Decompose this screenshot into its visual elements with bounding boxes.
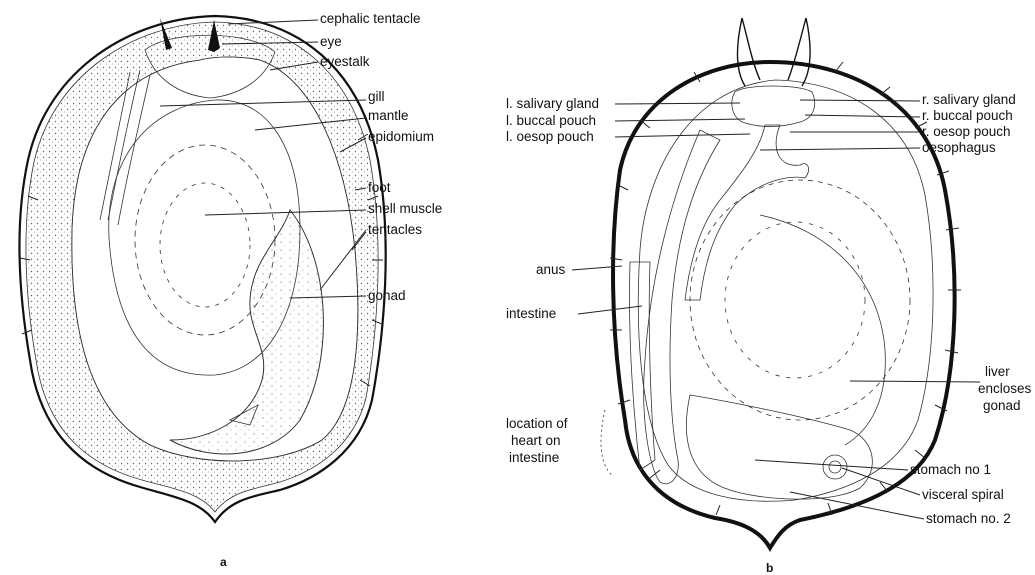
figure-b-muscle-inner [725,222,865,378]
figure-a-drawing [20,16,386,522]
label-foot: foot [368,180,391,195]
label-stomach-no-2: stomach no. 2 [926,511,1011,526]
figure-b-intestine [644,130,720,484]
figure-b-drawing [601,18,961,548]
label-liver: liver [985,364,1010,379]
figure-b-heart-location [601,410,612,475]
label-l-salivary-gland: l. salivary gland [506,96,599,111]
figure-b-muscle-area [690,180,910,420]
figure-a-gonad [170,210,323,454]
label-gonad: gonad [368,288,406,303]
label-liver-gonad: gonad [983,398,1021,413]
label-heart-on: heart on [511,433,561,448]
label-visceral-spiral: visceral spiral [922,487,1004,502]
figure-b-anus-rectum [629,262,655,470]
label-epidomium: epidomium [368,129,434,144]
label-cephalic-tentacle: cephalic tentacle [320,11,421,26]
label-stomach-no-1: stomach no 1 [910,462,991,477]
figure-b-cephalic-tentacles [737,18,810,86]
figure-b-sublabel: b [766,561,773,575]
label-oesophagus: oesophagus [922,140,996,155]
figure-b-visceral-spiral-inner [829,461,841,473]
label-eye: eye [320,34,342,49]
figure-b-liver-line [760,215,885,445]
figure-b-buccal-mass [732,86,815,127]
label-encloses: encloses [978,381,1032,396]
label-r-salivary-gland: r. salivary gland [922,92,1016,107]
label-location-of: location of [506,416,568,431]
figure-b-rim-spines [610,62,961,515]
label-intestine: intestine [506,306,556,321]
label-r-buccal-pouch: r. buccal pouch [922,108,1013,123]
label-eyestalk: eyestalk [320,54,370,69]
figure-b-shell-outline [613,62,955,548]
figure-b-stomach [686,395,872,499]
label-l-buccal-pouch: l. buccal pouch [506,113,596,128]
figure-b-visceral-spiral [823,455,847,479]
label-heart-intestine: intestine [509,450,559,465]
figure-a-muscle-ring-inner [160,183,250,307]
label-gill: gill [368,89,385,104]
label-r-oesop-pouch: r. oesop pouch [922,124,1011,139]
label-anus: anus [536,262,566,277]
label-mantle: mantle [368,108,409,123]
figure-b-inner-boundary [638,80,933,501]
label-l-oesop-pouch: l. oesop pouch [506,129,594,144]
figure-a-sublabel: a [220,555,227,569]
label-tentacles: tentacles [368,222,422,237]
label-shell-muscle: shell muscle [368,201,442,216]
figure-b-oesophagus [685,125,809,300]
